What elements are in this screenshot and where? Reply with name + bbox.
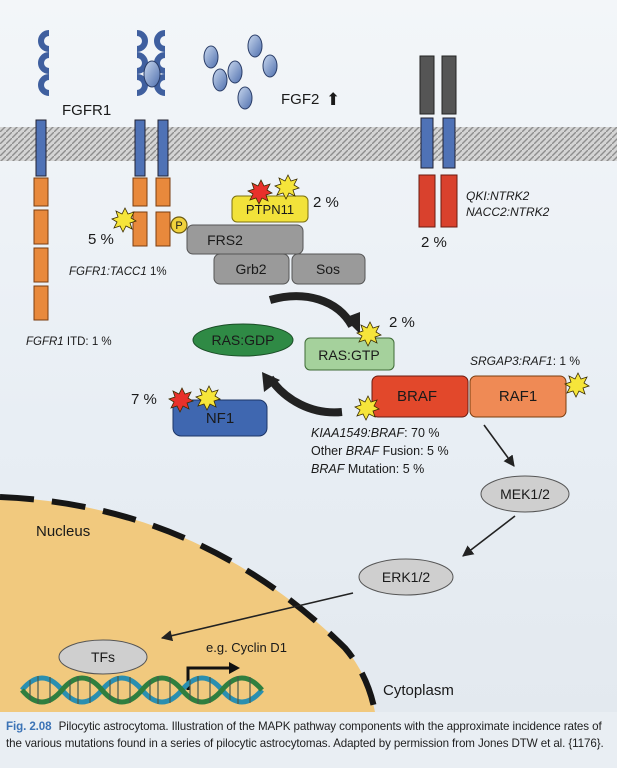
qki-ntrk2-label: QKI:NTRK2 <box>466 189 530 203</box>
figure-number: Fig. 2.08 <box>6 720 52 733</box>
figure-panel: P FGFR1 FGF2 ⬆ QK <box>0 0 617 712</box>
ras-percent: 2 % <box>389 314 415 331</box>
mutation-star-icon <box>354 395 380 421</box>
ras-gtp-box: RAS:GTP <box>304 337 395 371</box>
ptpn11-label: PTPN11 <box>246 202 294 217</box>
nf1-percent: 7 % <box>131 391 157 408</box>
fgf2-label: FGF2 <box>281 91 319 108</box>
nucleus-label: Nucleus <box>36 523 90 540</box>
fgfr1-receptor-dimer <box>132 30 171 247</box>
gtp-to-gdp-arrowhead <box>262 372 280 392</box>
mapk-pathway-diagram: P FGFR1 FGF2 ⬆ QK <box>0 30 617 712</box>
nacc2-ntrk2-label: NACC2:NTRK2 <box>466 205 550 219</box>
phosphate-badge: P <box>170 216 188 234</box>
sos-box: Sos <box>291 253 366 285</box>
svg-text:MEK1/2: MEK1/2 <box>500 486 550 502</box>
grb2-box: Grb2 <box>213 253 290 285</box>
svg-text:NF1: NF1 <box>206 410 234 427</box>
tfs-ellipse: TFs <box>58 639 148 675</box>
erk-to-tfs-arrow <box>160 592 354 642</box>
braf-to-mek-arrow <box>483 424 515 467</box>
srgap3-raf1-label: SRGAP3:RAF1: 1 % <box>470 354 580 368</box>
ras-gdp-ellipse: RAS:GDP <box>192 323 294 357</box>
other-braf-fusion-label: Other BRAF Fusion: 5 % <box>311 444 449 458</box>
ptpn11-box: PTPN11 <box>231 195 309 223</box>
svg-text:TFs: TFs <box>91 649 115 665</box>
cell-membrane <box>0 127 617 161</box>
dna-helix-icon <box>20 675 264 705</box>
ptpn11-percent: 2 % <box>313 194 339 211</box>
gdp-to-gtp-arrow <box>268 292 356 329</box>
raf1-box: RAF1 <box>469 375 567 418</box>
mutation-star-icon <box>168 387 194 413</box>
svg-text:ERK1/2: ERK1/2 <box>382 569 430 585</box>
fgfr1-receptor-1 <box>33 30 50 321</box>
svg-text:RAF1: RAF1 <box>499 388 537 405</box>
braf-box: BRAF <box>371 375 469 418</box>
fgfr1-percent: 5 % <box>88 231 114 248</box>
frs2-box: FRS2 <box>186 224 304 255</box>
svg-text:P: P <box>175 220 182 232</box>
svg-text:FRS2: FRS2 <box>207 232 243 248</box>
mutation-star-icon <box>274 174 300 200</box>
mek-ellipse: MEK1/2 <box>480 475 570 513</box>
mutation-star-icon <box>195 385 221 411</box>
svg-text:Sos: Sos <box>316 261 340 277</box>
kiaa1549-braf-label: KIAA1549:BRAF: 70 % <box>311 426 440 440</box>
caption-text: Pilocytic astrocytoma. Illustration of t… <box>6 720 604 750</box>
fgf2-up-arrow-icon: ⬆ <box>326 90 340 109</box>
svg-text:BRAF: BRAF <box>397 388 437 405</box>
nuclear-envelope <box>0 494 378 712</box>
ntrk2-percent: 2 % <box>421 234 447 251</box>
mutation-star-icon <box>247 179 273 205</box>
svg-text:Grb2: Grb2 <box>235 261 266 277</box>
mutation-star-icons <box>111 174 590 421</box>
mutation-star-icon <box>564 372 590 398</box>
mutation-star-icon <box>111 207 137 233</box>
fgfr1-itd-label: FGFR1 ITD: 1 % <box>26 336 112 348</box>
cytoplasm-label: Cytoplasm <box>383 682 454 699</box>
gdp-to-gtp-arrowhead <box>344 312 360 334</box>
braf-mutation-label: BRAF Mutation: 5 % <box>311 462 424 476</box>
fgf2-molecules <box>203 34 278 110</box>
fgfr1-tacc1-label: FGFR1:TACC1 1% <box>69 266 167 278</box>
transcription-start-arrowhead <box>229 662 240 674</box>
svg-text:RAS:GDP: RAS:GDP <box>211 332 274 348</box>
figure-caption: Fig. 2.08 Pilocytic astrocytoma. Illustr… <box>6 718 612 752</box>
fgfr1-label: FGFR1 <box>62 102 111 119</box>
gtp-to-gdp-arrow <box>266 375 343 417</box>
mutation-star-icon <box>356 321 382 347</box>
ntrk2-fusion-receptors <box>418 55 458 228</box>
svg-text:RAS:GTP: RAS:GTP <box>318 347 379 363</box>
cyclin-d1-label: e.g. Cyclin D1 <box>206 640 287 655</box>
mek-to-erk-arrow <box>462 515 516 557</box>
erk-ellipse: ERK1/2 <box>358 558 454 596</box>
nf1-box: NF1 <box>172 399 268 437</box>
